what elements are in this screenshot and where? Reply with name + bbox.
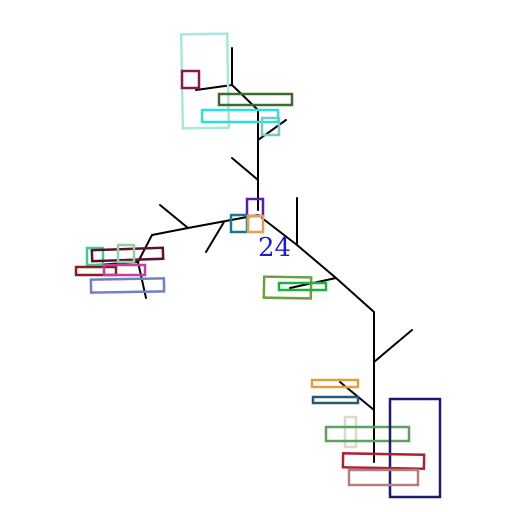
edge (335, 277, 375, 313)
edge (296, 244, 337, 279)
node-box (311, 395, 360, 405)
node-box (324, 425, 411, 443)
node-box (74, 265, 118, 277)
node-box (260, 116, 281, 137)
node-box (102, 263, 147, 277)
node-box (277, 281, 328, 292)
node-label: 24 (258, 233, 291, 263)
edge (231, 157, 259, 181)
node-box (85, 246, 105, 267)
edge (159, 204, 189, 229)
node-box (246, 214, 265, 234)
node-box (388, 397, 442, 499)
node-box (341, 452, 426, 470)
edge (195, 84, 233, 91)
edge (373, 329, 413, 363)
node-boxes (74, 32, 442, 499)
node-box (310, 378, 360, 389)
node-box (179, 32, 231, 130)
node-box (200, 108, 280, 124)
edge (151, 227, 189, 236)
node-box (89, 277, 166, 294)
edge (261, 217, 298, 246)
node-box (90, 246, 165, 263)
node-box (116, 243, 136, 264)
node-box (343, 415, 358, 449)
node-box (180, 69, 201, 90)
node-box (347, 468, 420, 487)
node-box (245, 197, 265, 218)
edge (205, 221, 225, 253)
node-box (262, 275, 313, 300)
node-box (217, 92, 294, 107)
edge (257, 119, 287, 141)
